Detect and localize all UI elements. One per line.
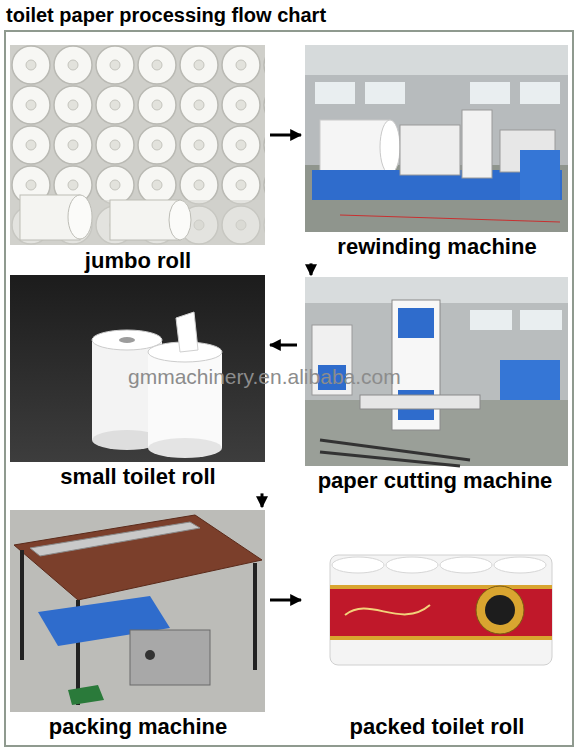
rewinding-machine-photo: [305, 45, 568, 232]
frame: [5, 31, 573, 746]
flow-arrow: [270, 344, 297, 347]
flow-arrow: [270, 599, 301, 602]
process-step: packed toilet roll: [303, 508, 571, 742]
process-step: rewinding machine: [303, 42, 571, 262]
step-caption: packing machine: [8, 714, 268, 740]
process-step: jumbo roll: [8, 42, 268, 276]
step-caption: small toilet roll: [8, 464, 268, 490]
step-caption: jumbo roll: [8, 248, 268, 274]
step-caption: packed toilet roll: [303, 714, 571, 740]
chart-title: toilet paper processing flow chart: [6, 3, 326, 27]
jumbo-roll-photo: [10, 45, 265, 245]
packed-toilet-roll-photo: [305, 510, 568, 712]
step-caption: rewinding machine: [303, 234, 571, 260]
packing-machine-photo: [10, 510, 265, 712]
flow-arrow: [261, 493, 264, 507]
process-step: packing machine: [8, 508, 268, 742]
flow-arrow: [310, 263, 313, 275]
watermark: gmmachinery.en.alibaba.com: [128, 364, 401, 389]
flow-arrow: [270, 134, 301, 137]
step-caption: paper cutting machine: [299, 468, 571, 494]
